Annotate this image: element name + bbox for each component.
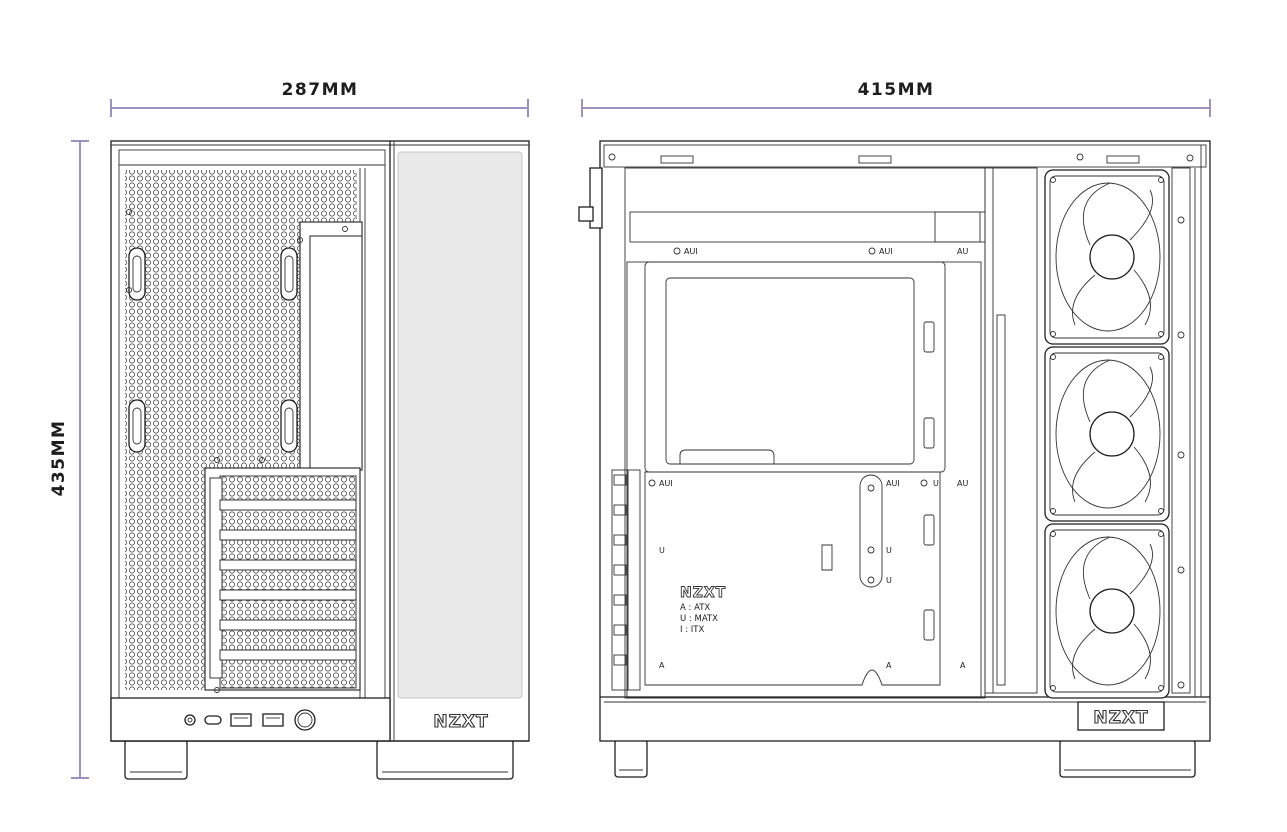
fan-icon <box>1044 169 1170 345</box>
legend-itx: I : ITX <box>680 625 704 635</box>
front-glass-panel <box>397 151 523 699</box>
fan-icon <box>1044 523 1170 699</box>
rear-expansion-slots <box>611 469 641 691</box>
audio-jack-icon <box>184 714 196 726</box>
fan-icon <box>1044 346 1170 522</box>
front-io-panel <box>184 709 316 731</box>
standoff-label: U <box>886 546 892 555</box>
dimension-depth: 415MM <box>581 80 1211 117</box>
side-brand-plate <box>1077 701 1165 731</box>
standoff-label: AUI <box>879 247 893 256</box>
plate-brand-logo: NZXT <box>680 585 726 601</box>
side-fans <box>1044 169 1170 699</box>
side-view: AUI AUI AU AUI AUI U AU U U U A A A <box>578 140 1211 778</box>
usb-a-port-icon <box>230 713 252 727</box>
expansion-slots <box>209 477 357 679</box>
front-brand-logo: NZXT <box>433 712 488 732</box>
legend-matx: U : MATX <box>680 614 718 624</box>
front-right-foot <box>376 739 514 780</box>
height-label: 435MM <box>49 420 69 497</box>
legend-atx: A : ATX <box>680 603 710 613</box>
standoff-label: A <box>886 661 892 670</box>
standoff-label: AU <box>957 479 968 488</box>
standoffs: AUI AUI AU AUI AUI U AU U U U A A A <box>648 247 968 670</box>
standoff-label: U <box>659 546 665 555</box>
standoff-label: AUI <box>886 479 900 488</box>
dimension-height: 435MM <box>49 140 89 779</box>
front-view: NZXT <box>110 140 530 780</box>
standoff-label: AUI <box>659 479 673 488</box>
front-left-foot <box>124 739 188 780</box>
standoff-label: AUI <box>684 247 698 256</box>
usb-c-port-icon <box>204 715 222 725</box>
standoff-label: U <box>886 576 892 585</box>
depth-label: 415MM <box>858 80 935 100</box>
side-brand-logo: NZXT <box>1093 708 1148 728</box>
standoff-label: AU <box>957 247 968 256</box>
standoff-label: A <box>659 661 665 670</box>
width-label: 287MM <box>282 80 359 100</box>
power-button-icon[interactable] <box>294 709 316 731</box>
standoff-label: A <box>960 661 966 670</box>
dimension-width: 287MM <box>110 80 529 117</box>
side-left-foot <box>614 739 648 778</box>
standoff-label: U <box>933 479 939 488</box>
usb-a-port-icon[interactable] <box>262 713 284 727</box>
side-right-foot <box>1059 739 1196 778</box>
